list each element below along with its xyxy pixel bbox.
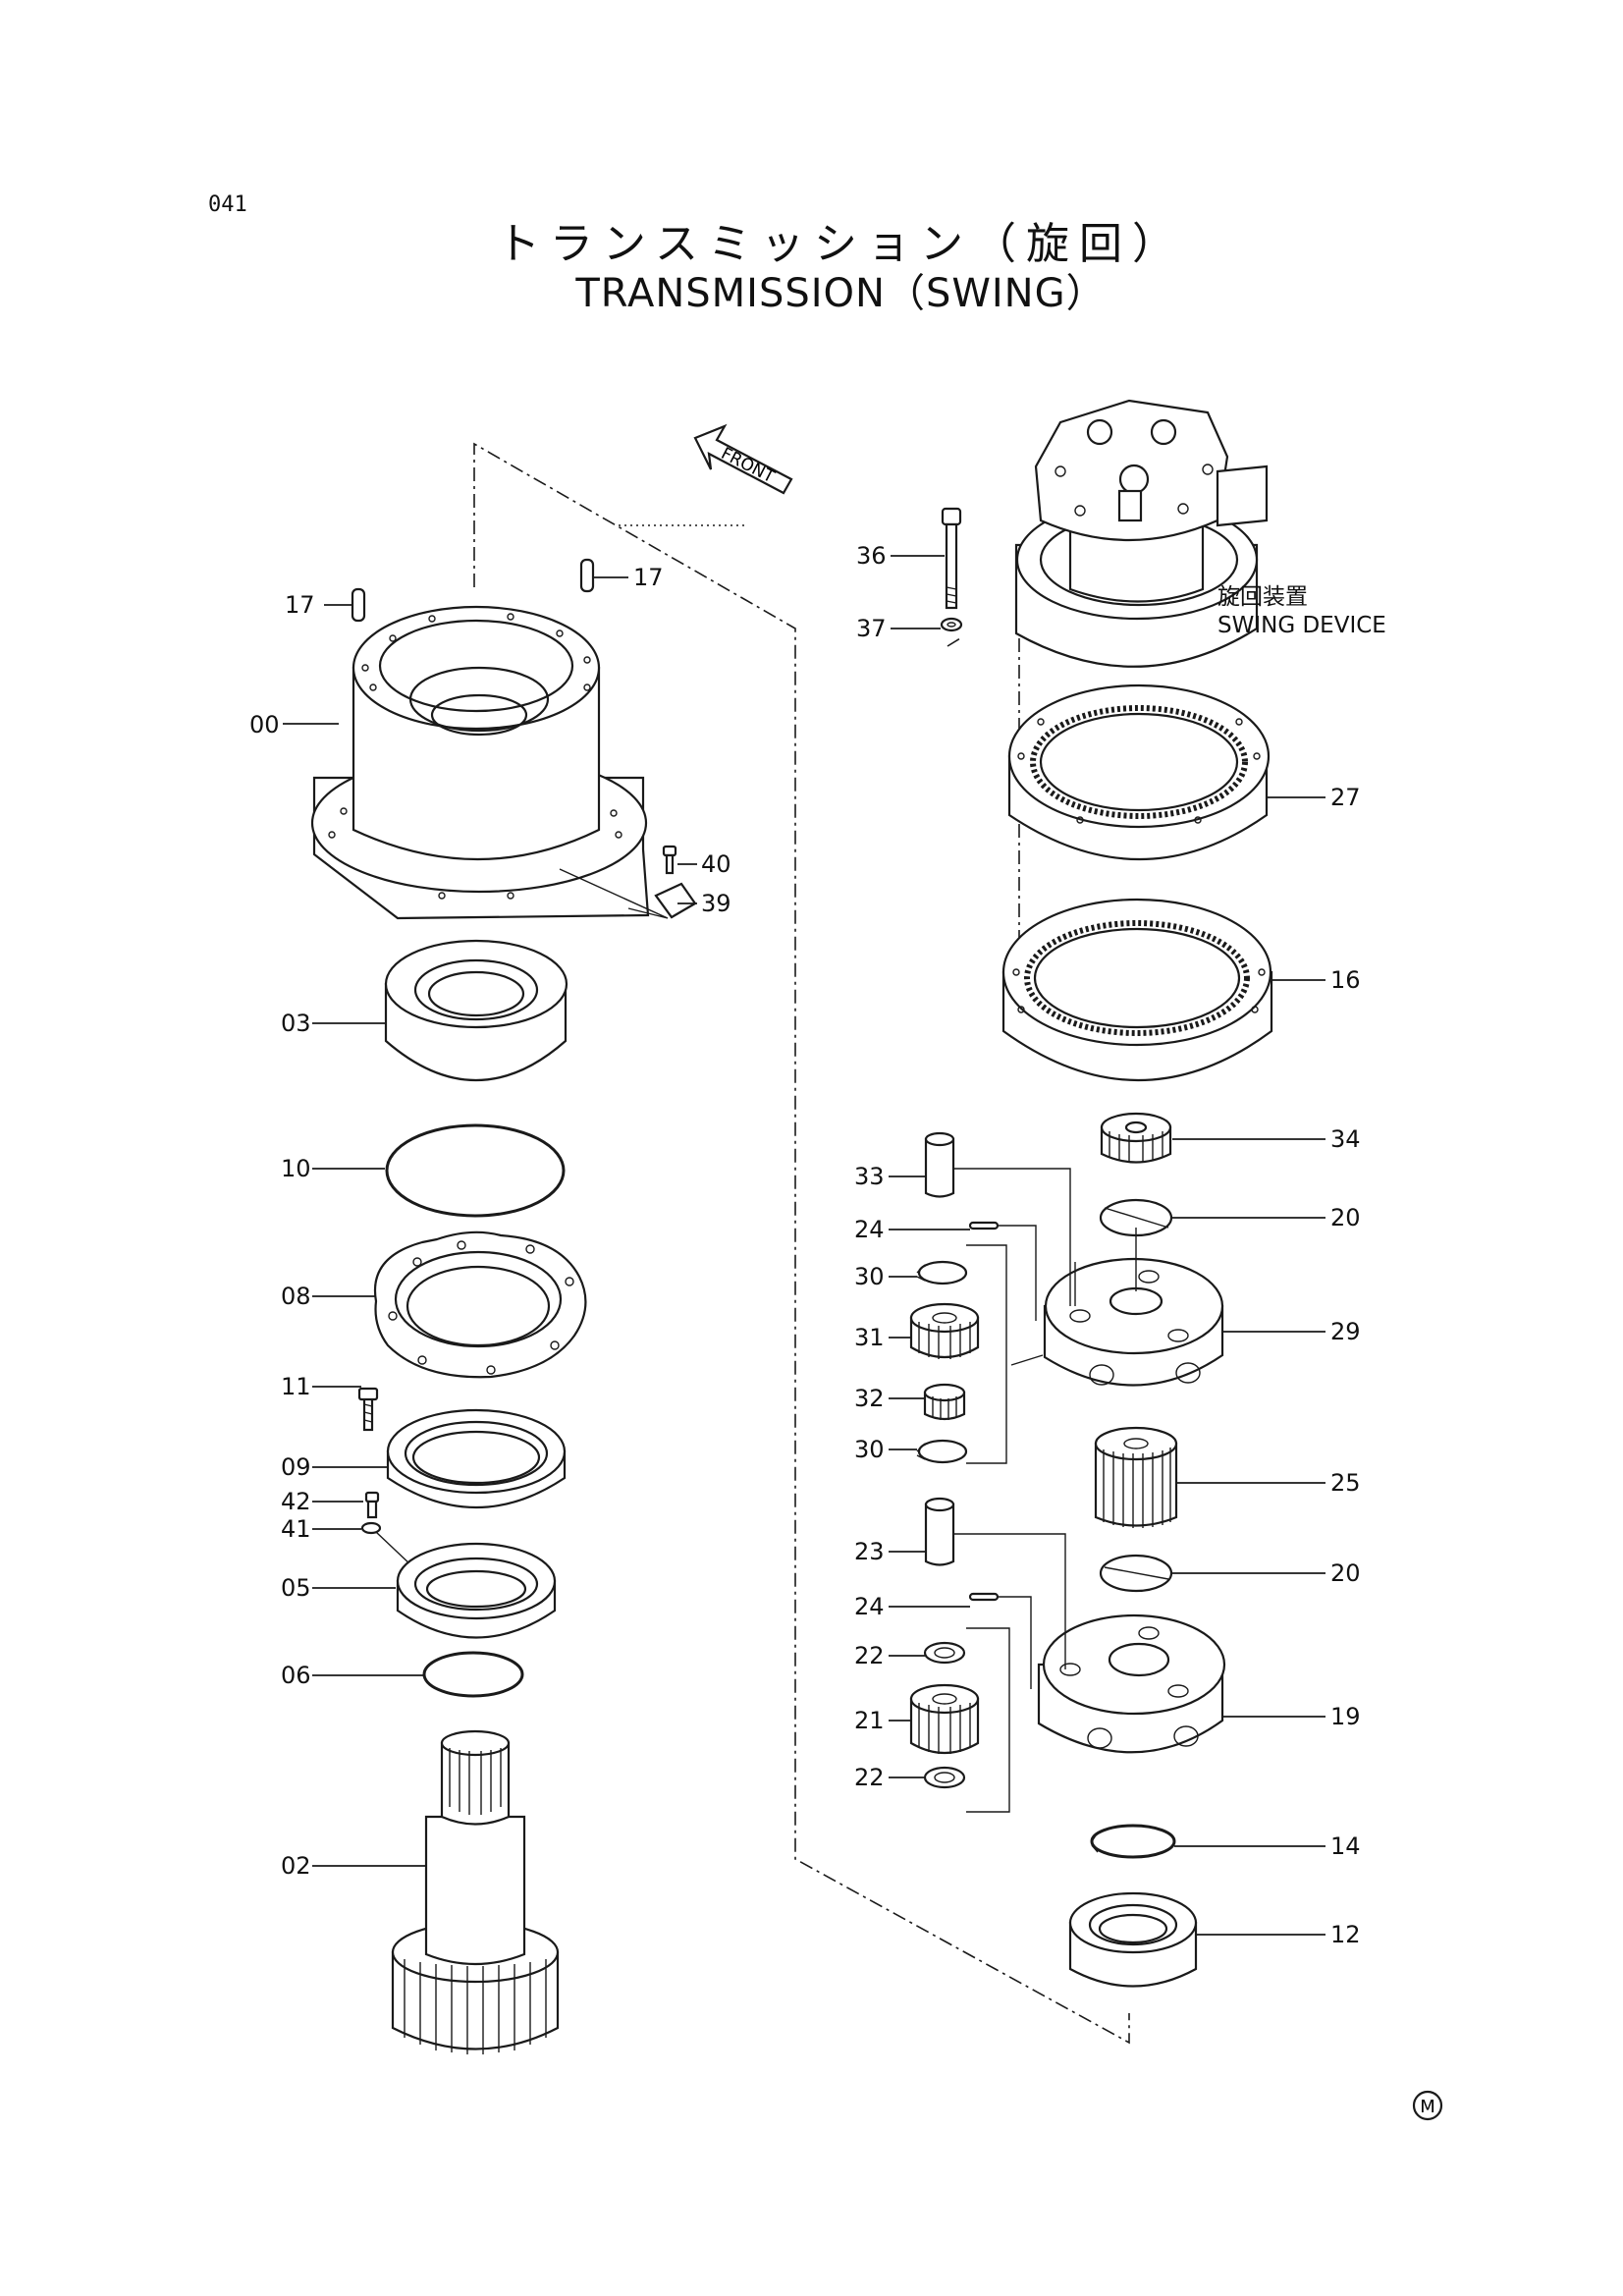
part-label-40: 40 xyxy=(701,850,731,878)
part-label-08: 08 xyxy=(281,1283,311,1310)
part-label-39: 39 xyxy=(701,890,731,917)
bolt-11 xyxy=(357,1387,379,1432)
part-label-42: 42 xyxy=(281,1488,311,1515)
ring-gear-16 xyxy=(1001,898,1273,1082)
part-label-33: 33 xyxy=(854,1163,885,1190)
planet-gear-21 xyxy=(909,1683,980,1754)
title-japanese: トランスミッション（旋回） xyxy=(496,219,1186,269)
part-label-24-bottom: 24 xyxy=(854,1593,885,1620)
bearing-12 xyxy=(1068,1891,1198,1988)
title-english: TRANSMISSION（SWING） xyxy=(575,271,1107,316)
bolt-36 xyxy=(941,507,962,610)
m-mark-icon: M xyxy=(1412,2090,1443,2121)
swing-device-label-ja: 旋回装置 xyxy=(1217,584,1308,610)
part-label-11: 11 xyxy=(281,1373,311,1400)
snap-ring-30-bottom xyxy=(916,1439,968,1464)
part-label-36: 36 xyxy=(856,542,887,570)
part-label-21: 21 xyxy=(854,1707,885,1734)
part-label-30-top: 30 xyxy=(854,1263,885,1290)
part-label-14: 14 xyxy=(1330,1832,1361,1860)
swing-device-label-en: SWING DEVICE xyxy=(1217,612,1386,638)
part-label-20-top: 20 xyxy=(1330,1204,1361,1231)
part-label-37: 37 xyxy=(856,615,887,642)
spring-pin-24-top xyxy=(968,1221,1000,1230)
part-label-20-bottom: 20 xyxy=(1330,1559,1361,1587)
part-label-27: 27 xyxy=(1330,784,1361,811)
part-label-41: 41 xyxy=(281,1515,311,1543)
page-number: 041 xyxy=(208,192,247,217)
seal-09 xyxy=(386,1408,567,1508)
part-label-24-top: 24 xyxy=(854,1216,885,1243)
housing-00 xyxy=(310,605,650,920)
spring-pin-24-bottom xyxy=(968,1592,1000,1602)
part-label-02: 02 xyxy=(281,1852,311,1880)
part-label-03: 03 xyxy=(281,1010,311,1037)
part-label-29: 29 xyxy=(1330,1318,1361,1345)
gear-34 xyxy=(1100,1112,1172,1164)
pin-33 xyxy=(924,1131,955,1198)
pin-17-left xyxy=(351,587,366,623)
assembly-brackets xyxy=(953,1168,1071,1813)
part-label-00: 00 xyxy=(249,711,280,738)
part-label-22-top: 22 xyxy=(854,1642,885,1669)
bolt-42 xyxy=(364,1491,380,1519)
swing-device xyxy=(1014,399,1269,668)
part-label-17-right: 17 xyxy=(633,564,664,591)
part-label-25: 25 xyxy=(1330,1469,1361,1497)
part-label-06: 06 xyxy=(281,1662,311,1689)
part-label-17-left: 17 xyxy=(285,591,315,619)
seal-cover-08 xyxy=(373,1230,587,1379)
sun-gear-25 xyxy=(1094,1426,1178,1528)
bearing-03 xyxy=(384,939,568,1081)
part-label-32: 32 xyxy=(854,1385,885,1412)
part-label-05: 05 xyxy=(281,1574,311,1602)
front-label: FRONT xyxy=(718,444,778,487)
planet-gear-31 xyxy=(909,1302,980,1359)
thrust-washer-20-bottom xyxy=(1099,1554,1173,1593)
o-ring-10 xyxy=(385,1123,566,1218)
part-label-22-bottom: 22 xyxy=(854,1764,885,1791)
part-label-12: 12 xyxy=(1330,1921,1361,1948)
washer-37 xyxy=(940,617,963,632)
carrier-29 xyxy=(1043,1228,1224,1387)
ring-gear-27 xyxy=(1007,683,1271,861)
front-arrow-icon: FRONT xyxy=(693,423,793,495)
part-label-19: 19 xyxy=(1330,1703,1361,1730)
washer-41 xyxy=(360,1521,413,1567)
thrust-plate-22-top xyxy=(923,1641,966,1665)
part-label-09: 09 xyxy=(281,1453,311,1481)
swing-device-label: 旋回装置 SWING DEVICE xyxy=(1217,583,1386,640)
carrier-19 xyxy=(1037,1613,1226,1754)
part-label-34: 34 xyxy=(1330,1125,1361,1153)
bearing-05 xyxy=(396,1542,557,1639)
leader-lines xyxy=(283,555,1325,1936)
o-ring-06 xyxy=(422,1651,524,1698)
part-label-30-bottom: 30 xyxy=(854,1436,885,1463)
m-mark-label: M xyxy=(1420,2097,1435,2117)
thrust-plate-22-bottom xyxy=(923,1766,966,1789)
part-label-31: 31 xyxy=(854,1324,885,1351)
pin-17-right xyxy=(579,558,595,593)
part-label-16: 16 xyxy=(1330,966,1361,994)
snap-ring-30-top xyxy=(916,1260,968,1285)
part-label-23: 23 xyxy=(854,1538,885,1565)
bolt-40 xyxy=(662,845,677,875)
needle-bearing-32 xyxy=(923,1383,966,1421)
shaft-02 xyxy=(391,1729,560,2054)
part-label-10: 10 xyxy=(281,1155,311,1182)
pin-23 xyxy=(924,1497,955,1566)
snap-ring-14 xyxy=(1090,1824,1176,1859)
